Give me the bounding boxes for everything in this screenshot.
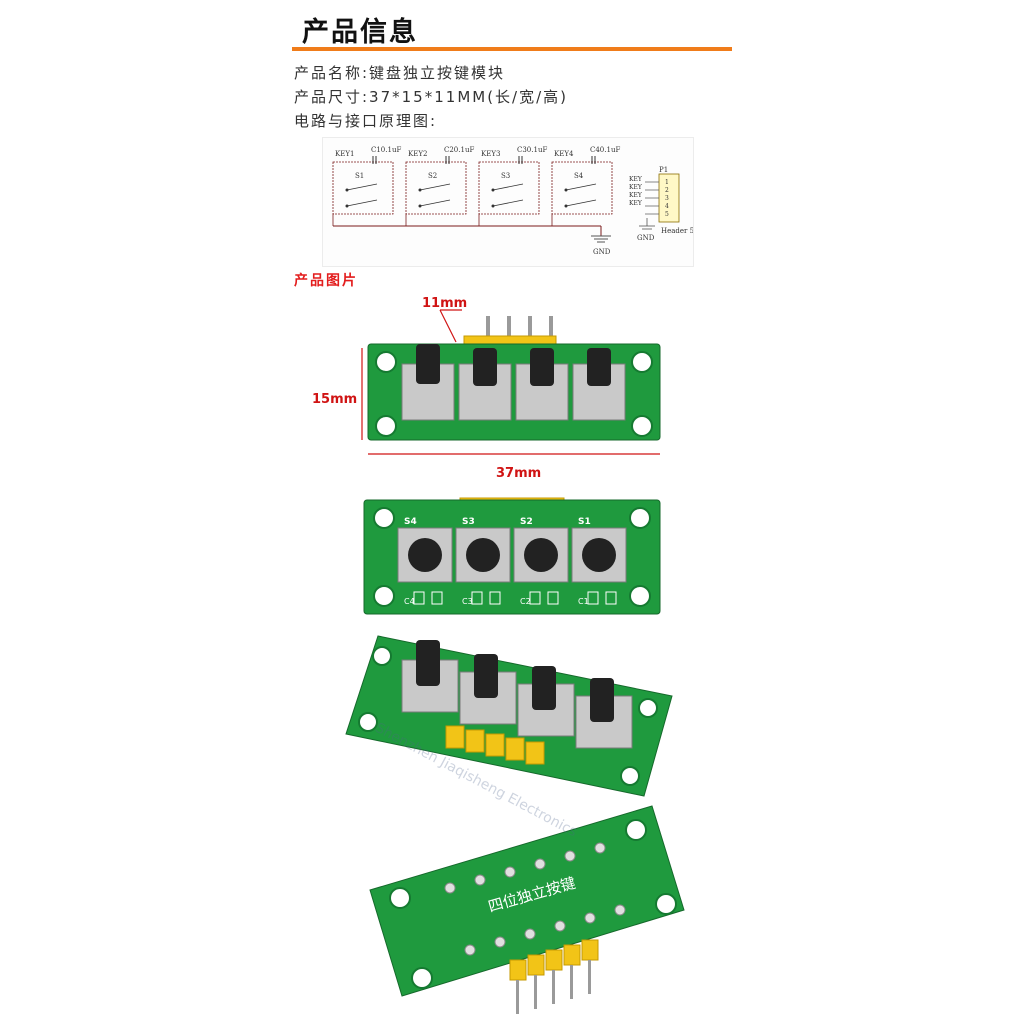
photos-section-label: 产品图片 (294, 273, 358, 289)
switch-label: S4 (574, 172, 584, 180)
switch-silk-label: S2 (520, 517, 533, 527)
page-title: 产品信息 (302, 17, 418, 48)
key-net-label: KEY1 (335, 150, 354, 158)
header-pin-net: KEY (629, 176, 643, 183)
key-net-label: KEY2 (408, 150, 427, 158)
header-pin-number: 2 (665, 187, 669, 194)
key-cell: KEY1 C10.1uF S1 (332, 146, 401, 226)
key-cell: KEY4 C40.1uF S4 (551, 146, 620, 226)
gnd-label: GND (593, 248, 611, 256)
key-net-label: KEY3 (481, 150, 500, 158)
capacitor-silk-label: C2 (520, 597, 531, 606)
header-pin-number: 3 (665, 195, 669, 202)
length-dimension-label: 37mm (496, 466, 542, 481)
capacitor-silk-label: C1 (578, 597, 589, 606)
header-pin-net: KEY (629, 200, 643, 207)
key-net-label: KEY4 (554, 150, 574, 158)
header-name: Header 5 (661, 227, 693, 235)
switch-silk-label: S3 (462, 517, 475, 527)
board-photo-back: 四位独立按键 (369, 805, 685, 1014)
header-pin-number: 1 (665, 179, 669, 186)
width-dimension-label: 15mm (312, 392, 358, 407)
capacitor-silk-label: C3 (462, 597, 473, 606)
switch-silk-label: S1 (578, 517, 591, 527)
product-size-line: 产品尺寸:37*15*11MM(长/宽/高) (294, 88, 569, 106)
capacitor-label: C10.1uF (371, 146, 401, 154)
header-pin-net: KEY (629, 184, 643, 191)
schematic-caption: 电路与接口原理图: (294, 112, 438, 130)
header-pin-net: KEY (629, 192, 643, 199)
board-photo-dimensions (361, 309, 661, 455)
switch-label: S2 (428, 172, 437, 180)
board-photo-angled (345, 635, 673, 797)
height-dimension-label: 11mm (422, 296, 468, 311)
header-pin-number: 4 (665, 203, 669, 210)
switch-silk-label: S4 (404, 517, 417, 527)
product-name-line: 产品名称:键盘独立按键模块 (294, 64, 506, 82)
header-ref: P1 (659, 166, 668, 174)
capacitor-silk-label: C4 (404, 597, 415, 606)
capacitor-label: C30.1uF (517, 146, 547, 154)
capacitor-label: C40.1uF (590, 146, 620, 154)
header-gnd-label: GND (637, 234, 655, 242)
header-pin-number: 5 (665, 211, 669, 218)
capacitor-label: C20.1uF (444, 146, 474, 154)
key-cell: KEY3 C30.1uF S3 (478, 146, 547, 226)
header-body (658, 173, 680, 223)
title-underline (292, 47, 732, 51)
switch-label: S3 (501, 172, 510, 180)
switch-label: S1 (355, 172, 364, 180)
key-cell: KEY2 C20.1uF S2 (405, 146, 474, 226)
